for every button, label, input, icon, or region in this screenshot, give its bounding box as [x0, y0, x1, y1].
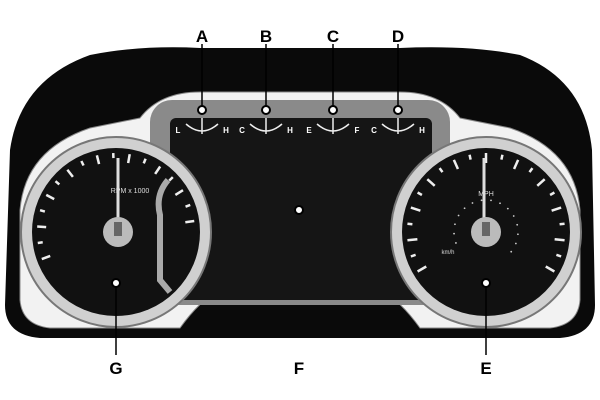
- tachometer-tick: [66, 168, 74, 178]
- tachometer-tick: [39, 209, 46, 213]
- speedometer-tick: [426, 178, 436, 187]
- callout-dot: [328, 105, 338, 115]
- gauge-high-label: H: [287, 126, 293, 135]
- tachometer-tick: [95, 155, 101, 165]
- gauge-high-label: H: [419, 126, 425, 135]
- tachometer-tick: [185, 219, 195, 224]
- speedometer-tick: [536, 178, 546, 187]
- kmh-tick: [499, 202, 501, 205]
- kmh-tick: [455, 242, 457, 244]
- tachometer-tick: [80, 160, 85, 167]
- speedometer-tick: [410, 206, 421, 212]
- gauge-low-label: C: [371, 126, 377, 135]
- gauge-high-label: F: [355, 126, 360, 135]
- tachometer-tick: [174, 189, 184, 196]
- callout-dot: [197, 105, 207, 115]
- speedometer-tick: [555, 253, 562, 258]
- callout-dot: [111, 278, 121, 288]
- kmh-tick: [514, 242, 517, 245]
- kmh-tick: [457, 214, 460, 217]
- speedometer: MPH km/h: [390, 136, 582, 328]
- tachometer-tick: [37, 225, 47, 229]
- kmh-tick: [471, 202, 474, 204]
- speedometer-tick: [554, 237, 565, 242]
- tachometer: RPM x 1000: [20, 136, 212, 328]
- callout-dot: [481, 278, 491, 288]
- callout-b: B: [260, 27, 272, 46]
- speedometer-tick: [551, 206, 562, 212]
- callout-g: G: [109, 359, 122, 378]
- tachometer-tick: [154, 165, 162, 175]
- speedometer-tick: [452, 159, 460, 170]
- tachometer-tick: [54, 180, 61, 186]
- tachometer-tick: [168, 176, 174, 182]
- kmh-tick: [506, 207, 509, 210]
- gauge-low-label: E: [306, 126, 312, 135]
- speedometer-tick: [545, 265, 556, 273]
- speedometer-tick: [468, 154, 472, 160]
- gauge-high-label: H: [223, 126, 229, 135]
- speedometer-tick: [416, 265, 427, 273]
- speedometer-tick: [528, 167, 534, 173]
- speedometer-tick: [438, 167, 444, 173]
- callout-e: E: [480, 359, 491, 378]
- callout-dot: [393, 105, 403, 115]
- tachometer-label: RPM x 1000: [111, 188, 150, 195]
- callout-dot: [294, 205, 304, 215]
- speedometer-tick: [559, 222, 565, 226]
- kmh-tick: [516, 223, 519, 226]
- kmh-tick: [512, 215, 515, 217]
- kmh-tick: [510, 250, 513, 253]
- tachometer-tick: [126, 153, 131, 164]
- speedometer-tick: [416, 191, 423, 197]
- gauge-low-label: C: [239, 126, 245, 135]
- kmh-tick: [480, 199, 483, 202]
- speedometer-tick: [512, 159, 520, 170]
- speedometer-tick: [407, 237, 418, 242]
- callout-d: D: [392, 27, 404, 46]
- tachometer-tick: [185, 203, 191, 208]
- tachometer-tick: [142, 158, 147, 164]
- callout-f: F: [294, 359, 304, 378]
- callout-c: C: [327, 27, 339, 46]
- tachometer-tick: [45, 193, 55, 201]
- tachometer-tick: [37, 241, 43, 245]
- kmh-tick: [490, 199, 492, 202]
- speedometer-tick: [500, 154, 504, 160]
- kmh-tick: [453, 232, 455, 235]
- callout-a: A: [196, 27, 208, 46]
- speedometer-kmh-label: km/h: [441, 250, 454, 256]
- kmh-tick: [463, 207, 466, 210]
- speedometer-label: MPH: [478, 191, 494, 198]
- speedometer-tick: [407, 222, 413, 226]
- callout-dot: [261, 105, 271, 115]
- kmh-tick: [517, 233, 519, 236]
- tachometer-tick: [41, 254, 51, 261]
- speedometer-tick: [410, 253, 417, 258]
- gauge-low-label: L: [176, 126, 181, 135]
- speedometer-tick: [549, 191, 556, 197]
- kmh-tick: [454, 223, 456, 226]
